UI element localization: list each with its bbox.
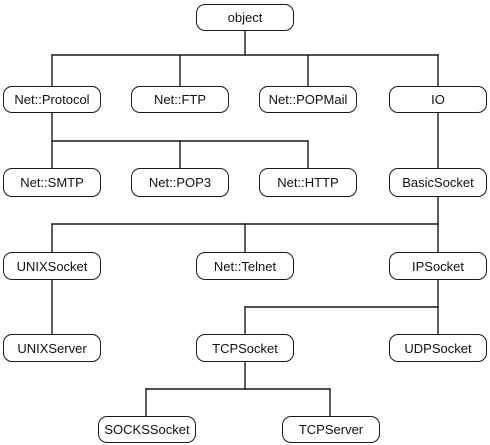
node-tcpsocket: TCPSocket — [196, 334, 294, 362]
node-udpsocket: UDPSocket — [389, 334, 487, 362]
node-tcpserver: TCPServer — [282, 416, 380, 443]
node-basicsocket: BasicSocket — [389, 168, 487, 197]
node-net-telnet: Net::Telnet — [196, 252, 294, 280]
node-unixsocket: UNIXSocket — [3, 252, 101, 280]
node-net-protocol: Net::Protocol — [3, 86, 101, 113]
node-ipsocket: IPSocket — [389, 252, 487, 280]
node-unixserver: UNIXServer — [3, 334, 101, 362]
node-net-ftp: Net::FTP — [131, 86, 229, 113]
node-net-pop3: Net::POP3 — [131, 168, 229, 197]
node-object: object — [196, 4, 294, 31]
node-net-smtp: Net::SMTP — [3, 168, 101, 197]
node-sockssocket: SOCKSSocket — [98, 416, 196, 443]
node-net-http: Net::HTTP — [259, 168, 357, 197]
node-net-popmail: Net::POPMail — [259, 86, 357, 113]
node-io: IO — [389, 86, 487, 113]
